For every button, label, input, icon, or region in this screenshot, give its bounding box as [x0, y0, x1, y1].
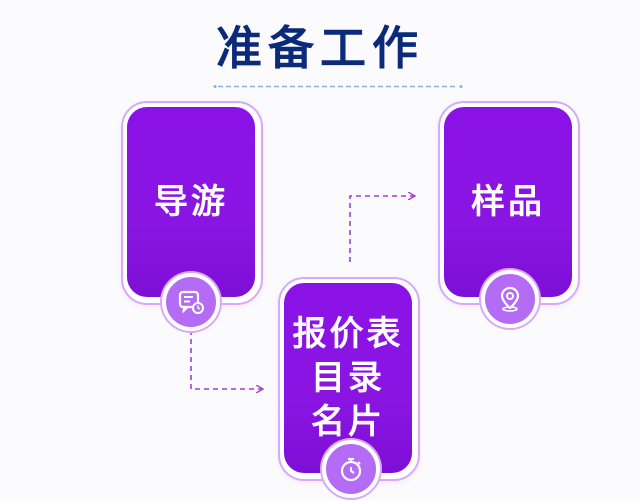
page-title: 准备工作 — [216, 21, 424, 75]
node-samples-label: 样品 — [471, 182, 545, 222]
node-guide-label: 导游 — [154, 182, 228, 222]
node-docs-badge — [322, 440, 380, 498]
node-guide: 导游 — [127, 107, 255, 297]
location-pin-icon — [500, 286, 520, 312]
connector-guide-to-docs — [190, 330, 262, 389]
node-docs: 报价表 目录 名片 — [284, 283, 412, 473]
node-samples: 样品 — [444, 107, 572, 297]
node-docs-label: 报价表 目录 名片 — [292, 314, 404, 442]
title-divider — [213, 85, 463, 88]
node-guide-badge — [162, 273, 220, 331]
connector-docs-to-samples — [349, 196, 414, 262]
stopwatch-icon — [340, 457, 362, 482]
chat-clock-icon — [178, 290, 204, 314]
node-samples-badge — [481, 270, 539, 328]
